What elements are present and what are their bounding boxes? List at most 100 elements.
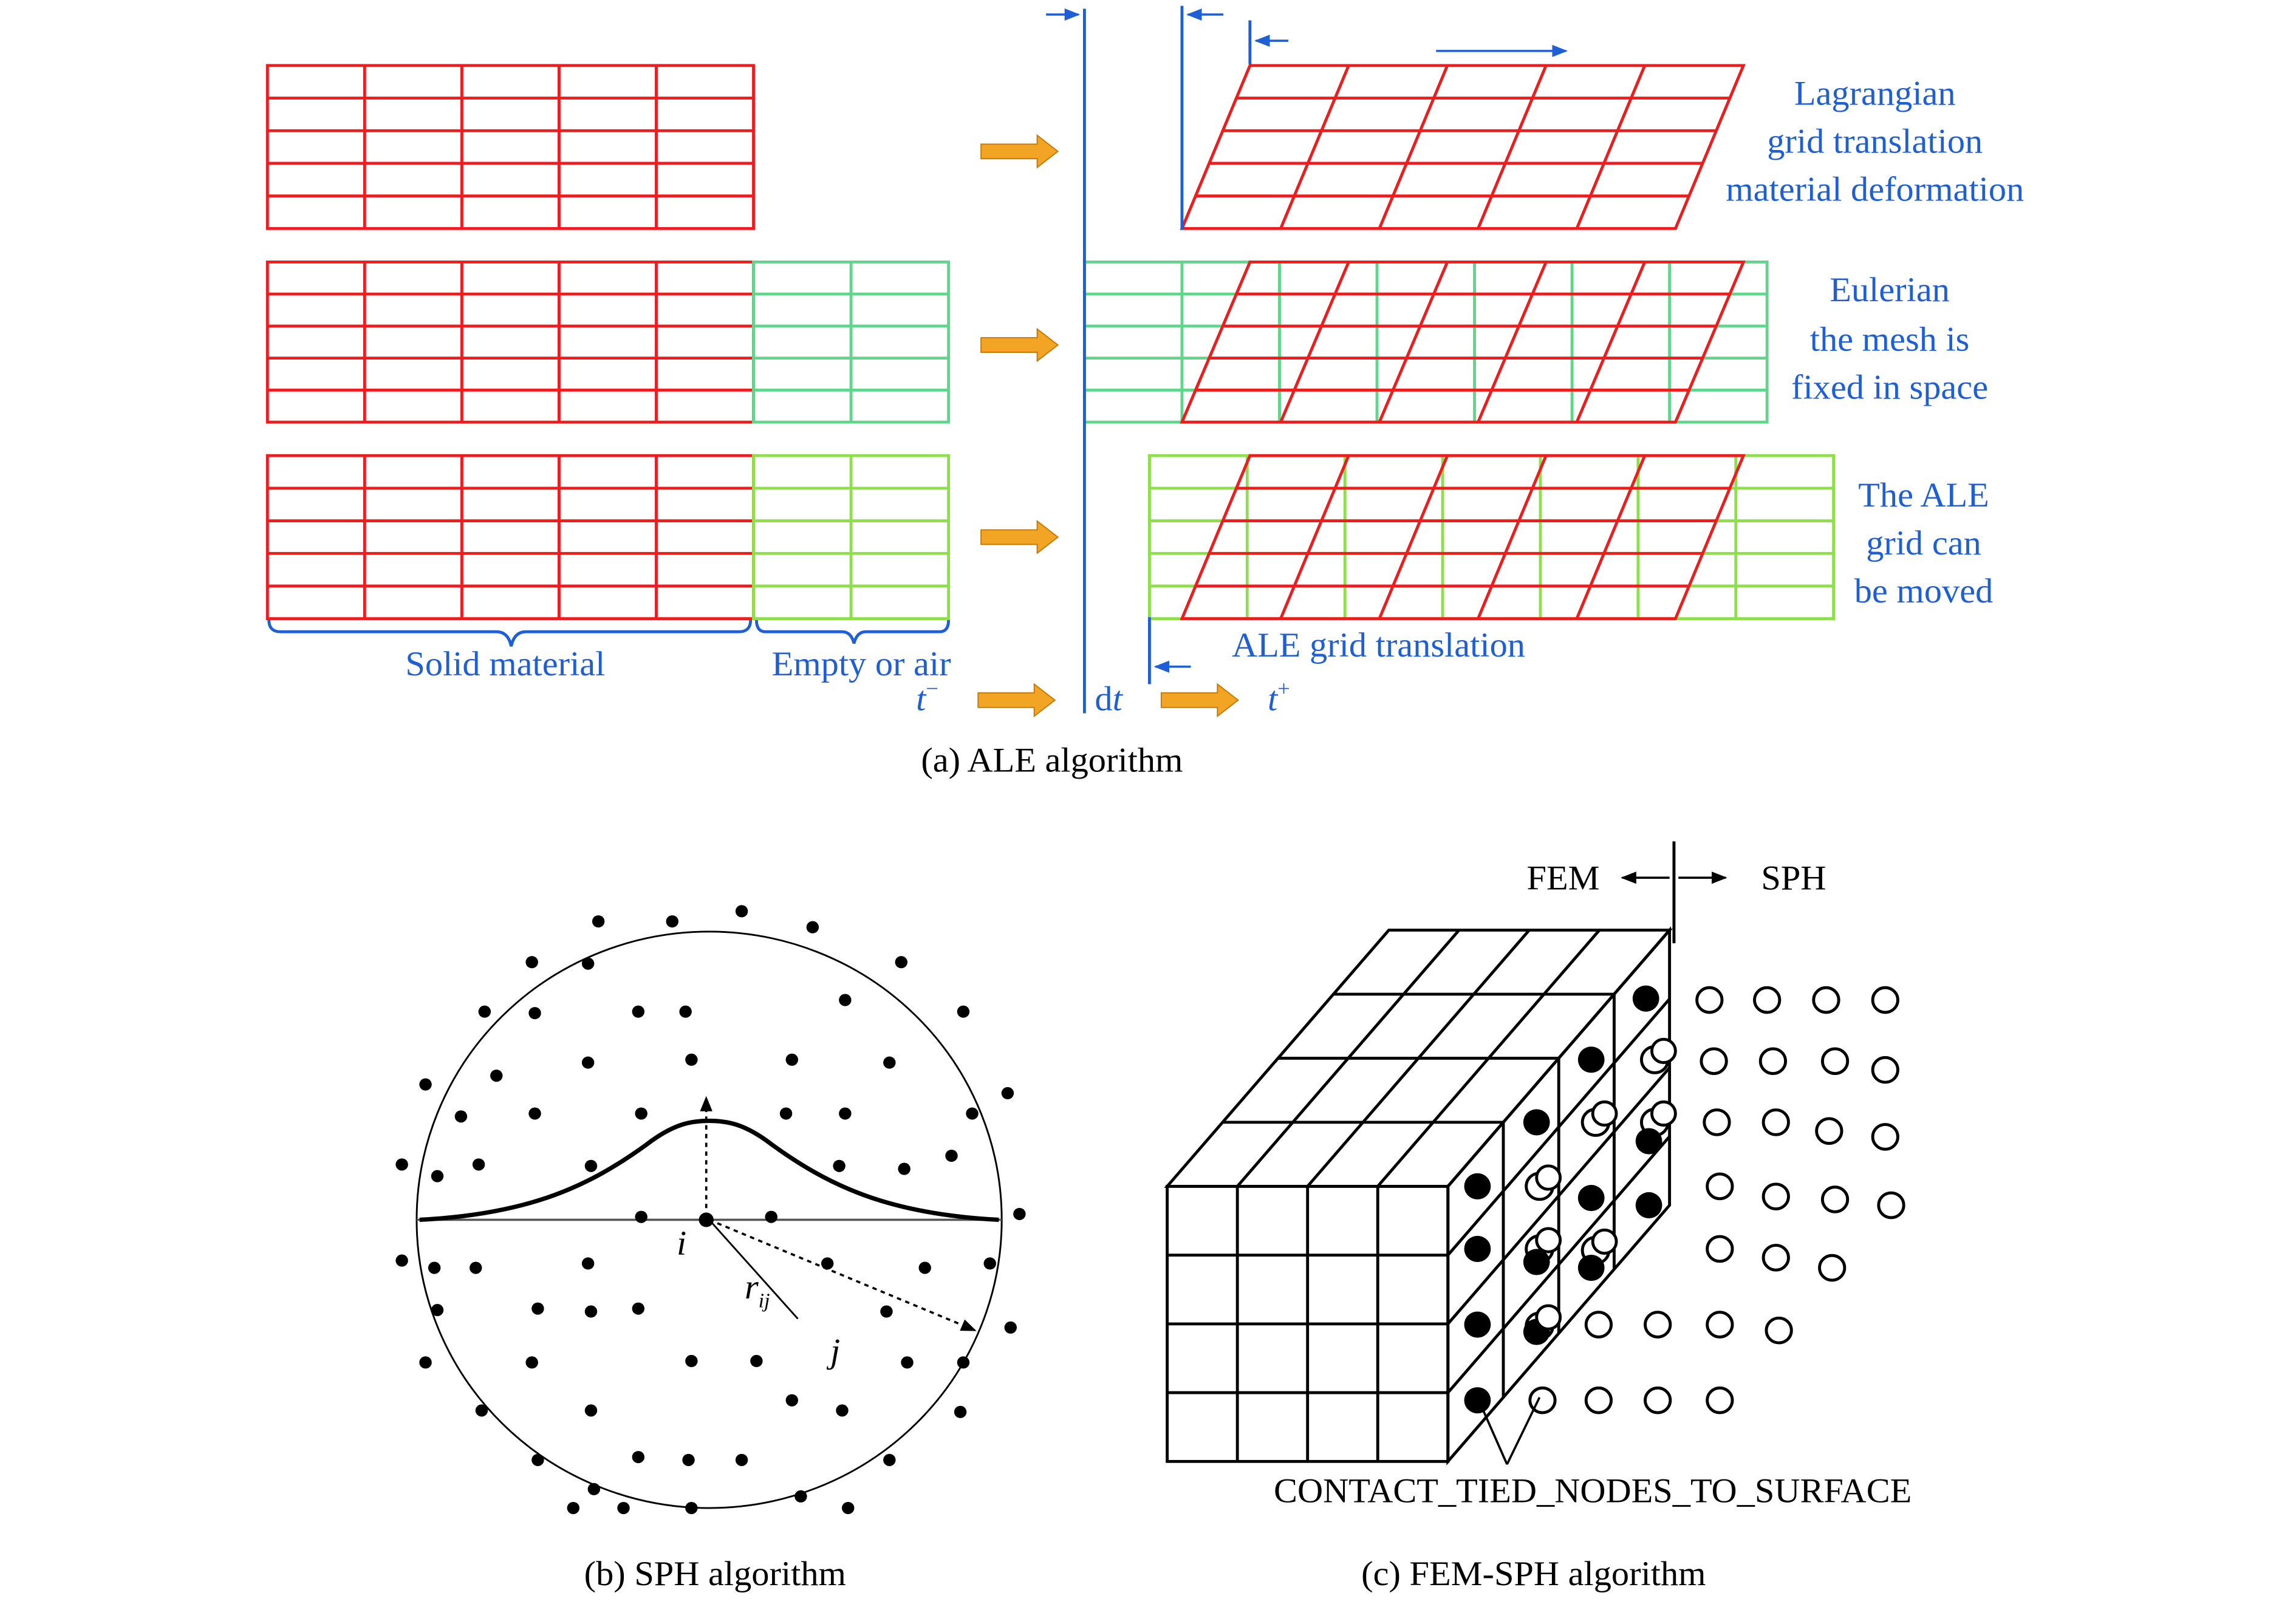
- sph-particle: [472, 1158, 485, 1171]
- lagrangian-label-2: grid translation: [1767, 121, 1983, 161]
- tied-sph-node-front: [1650, 1037, 1677, 1065]
- fem-node: [1464, 1173, 1491, 1199]
- sph-particle: [525, 1356, 538, 1369]
- eulerian-label-1: Eulerian: [1830, 270, 1950, 310]
- smoothing-length-arrow: [708, 1218, 977, 1332]
- ale-material-grid-column-line: [1477, 455, 1548, 619]
- sph-particle: [581, 1056, 595, 1069]
- sph-particle-circle: [1644, 1311, 1672, 1339]
- eulerian-label-2: the mesh is: [1810, 319, 1970, 359]
- sph-particle: [531, 1302, 544, 1315]
- step-arrow-t-minus: [977, 683, 1056, 718]
- sph-particle: [839, 994, 852, 1006]
- sph-particle-circle: [1765, 1316, 1793, 1345]
- lagrangian-deformed-grid: [1180, 64, 1746, 230]
- eulerian-material-grid-column-line: [1477, 261, 1548, 423]
- ale-moved-label-3: be moved: [1854, 571, 1994, 611]
- particle-j-label: j: [826, 1331, 840, 1371]
- tied-sph-node-front: [1591, 1100, 1618, 1127]
- sph-particle: [945, 1149, 958, 1162]
- sph-particle: [581, 1257, 595, 1270]
- tied-sph-node-front: [1535, 1304, 1562, 1331]
- fem-node: [1464, 1235, 1491, 1262]
- sph-particle: [666, 915, 678, 928]
- sph-particle: [883, 1453, 896, 1466]
- dt-label: dt: [1095, 679, 1123, 718]
- particle-i-label: i: [677, 1223, 686, 1263]
- sph-particle: [617, 1501, 630, 1515]
- sph-particle-circle: [1820, 1186, 1850, 1213]
- sph-particle: [883, 1056, 896, 1069]
- sph-particle: [428, 1261, 441, 1274]
- sph-particle: [419, 1356, 432, 1369]
- fem-node: [1523, 1249, 1550, 1275]
- sph-particle-circle: [1706, 1172, 1734, 1201]
- sph-particle-circle: [1812, 986, 1840, 1014]
- fem-node: [1635, 1128, 1662, 1155]
- sph-particle: [901, 1356, 914, 1369]
- sph-label: SPH: [1761, 858, 1826, 898]
- sph-particle: [531, 1453, 544, 1466]
- sph-particle: [685, 1354, 698, 1368]
- sph-particle-circle: [1818, 1254, 1847, 1282]
- sph-particle: [682, 1453, 695, 1466]
- sph-particle: [833, 1159, 846, 1172]
- ale-moved-label-2: grid can: [1866, 524, 1981, 563]
- sph-particle: [785, 1053, 798, 1066]
- sph-particle: [490, 1070, 503, 1082]
- r-ij-label: rij: [745, 1267, 770, 1312]
- sph-particle: [983, 1257, 996, 1270]
- lagrangian-deformed-grid-border: [1180, 64, 1746, 230]
- lagrangian-deformed-grid-column-line: [1378, 64, 1449, 230]
- sph-particle: [635, 1210, 647, 1223]
- sph-particle: [478, 1005, 491, 1018]
- ale-material-grid-column-line: [1575, 455, 1647, 619]
- lagrangian-label-3: material deformation: [1726, 169, 2024, 209]
- sph-particle: [431, 1170, 444, 1182]
- sph-particle-circle: [1877, 1191, 1905, 1220]
- ale-moved-mesh: [1148, 454, 1836, 621]
- ale-material-grid-column-line: [1279, 455, 1350, 619]
- fem-node: [1523, 1109, 1550, 1136]
- sph-particle: [1004, 1321, 1017, 1334]
- fem-sph-panel: FEM SPH CONTACT_TIED_NODES_TO_SURFACE (c…: [1164, 841, 1912, 1593]
- kernel-curve: [419, 1118, 999, 1223]
- fem-label: FEM: [1527, 858, 1600, 898]
- contact-tied-nodes-label: CONTACT_TIED_NODES_TO_SURFACE: [1274, 1471, 1912, 1510]
- sph-particle: [525, 956, 538, 969]
- sph-particle: [632, 1005, 645, 1018]
- step-arrow-dt: [1160, 683, 1239, 718]
- sph-particle: [954, 1405, 967, 1418]
- top-face-depth-line: [1376, 929, 1601, 1187]
- lagrangian-deformed-grid-column-line: [1575, 64, 1647, 230]
- eulerian-label-3: fixed in space: [1791, 367, 1988, 407]
- sph-particle: [794, 1490, 807, 1503]
- solid-material-label: Solid material: [405, 644, 605, 683]
- particle-i: [699, 1212, 714, 1227]
- sph-particle: [836, 1404, 849, 1417]
- contact-leader-2: [1506, 1397, 1541, 1465]
- sph-caption: (b) SPH algorithm: [584, 1554, 846, 1593]
- sph-particle: [880, 1305, 893, 1318]
- sph-particle-circle: [1706, 1311, 1734, 1339]
- sph-particle-circle: [1761, 1182, 1790, 1210]
- ale-material-grid: [1180, 454, 1746, 621]
- sph-particle: [779, 1107, 793, 1120]
- solid-grid-row-1-border: [265, 64, 755, 230]
- ale-material-grid-border: [1180, 454, 1746, 621]
- fem-node: [1464, 1311, 1491, 1338]
- sph-particle: [966, 1107, 979, 1120]
- solid-grid-row-2: [265, 261, 755, 424]
- sph-particle: [584, 1404, 598, 1417]
- sph-particle: [685, 1053, 698, 1066]
- lagrangian-label-1: Lagrangian: [1794, 73, 1956, 113]
- sph-particle: [750, 1354, 763, 1368]
- tied-sph-node-front: [1650, 1100, 1677, 1127]
- sph-particle: [632, 1451, 645, 1464]
- ale-grids: [265, 64, 1836, 621]
- sph-particle-grid: [1528, 986, 1905, 1414]
- sph-particle-circle: [1695, 986, 1724, 1014]
- tied-sph-node-front: [1535, 1227, 1562, 1254]
